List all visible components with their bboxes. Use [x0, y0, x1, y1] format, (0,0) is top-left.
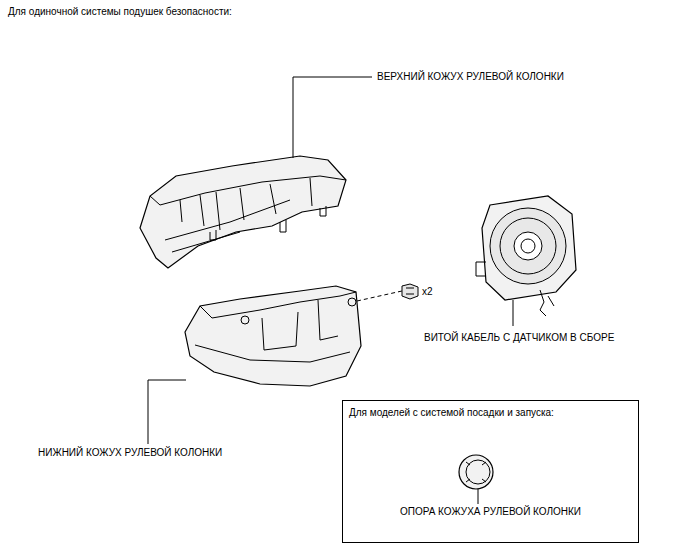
spiral-cable-hub: [514, 232, 542, 260]
cover-support: [459, 455, 493, 489]
screw-head: [406, 288, 414, 294]
upper-cover-detail: [150, 176, 346, 205]
upper-cover-tab: [210, 206, 326, 240]
spiral-cable-hub: [521, 239, 535, 253]
lower-cover: [185, 286, 361, 386]
cover-support: [466, 460, 490, 484]
lower-cover-hole: [348, 298, 356, 306]
part-label: НИЖНИЙ КОЖУХ РУЛЕВОЙ КОЛОНКИ: [38, 447, 222, 459]
lower-cover-hole: [241, 316, 249, 324]
part-label: ВЕРХНИЙ КОЖУХ РУЛЕВОЙ КОЛОНКИ: [377, 71, 564, 83]
leader-line: [148, 380, 186, 444]
spiral-cable-ring: [500, 218, 556, 274]
lower-cover-detail: [262, 300, 338, 350]
lower-cover-detail: [200, 292, 356, 318]
screw-line: [357, 291, 402, 301]
upper-cover: [140, 156, 346, 268]
cover-support-detail: [466, 462, 486, 482]
upper-cover-detail: [165, 200, 290, 252]
option-frame: Для моделей с системой посадки и запуска…: [342, 400, 639, 543]
leader-line: [513, 300, 514, 326]
quantity: x2: [422, 286, 433, 298]
frame-heading: Для моделей с системой посадки и запуска…: [343, 401, 638, 419]
lower-cover-detail: [195, 345, 350, 362]
screw: [402, 284, 418, 299]
part-label: ОПОРА КОЖУХА РУЛЕВОЙ КОЛОНКИ: [343, 506, 638, 542]
heading: Для одиночной системы подушек безопаснос…: [8, 6, 232, 18]
spiral-cable-body: [482, 196, 576, 300]
leader-line: [293, 77, 372, 158]
spiral-cable-connector: [476, 262, 554, 316]
leader-line: [478, 489, 479, 504]
spiral-cable-ring: [490, 208, 566, 284]
upper-cover-detail: [180, 178, 312, 230]
part-label: ВИТОЙ КАБЕЛЬ С ДАТЧИКОМ В СБОРЕ: [424, 332, 614, 344]
